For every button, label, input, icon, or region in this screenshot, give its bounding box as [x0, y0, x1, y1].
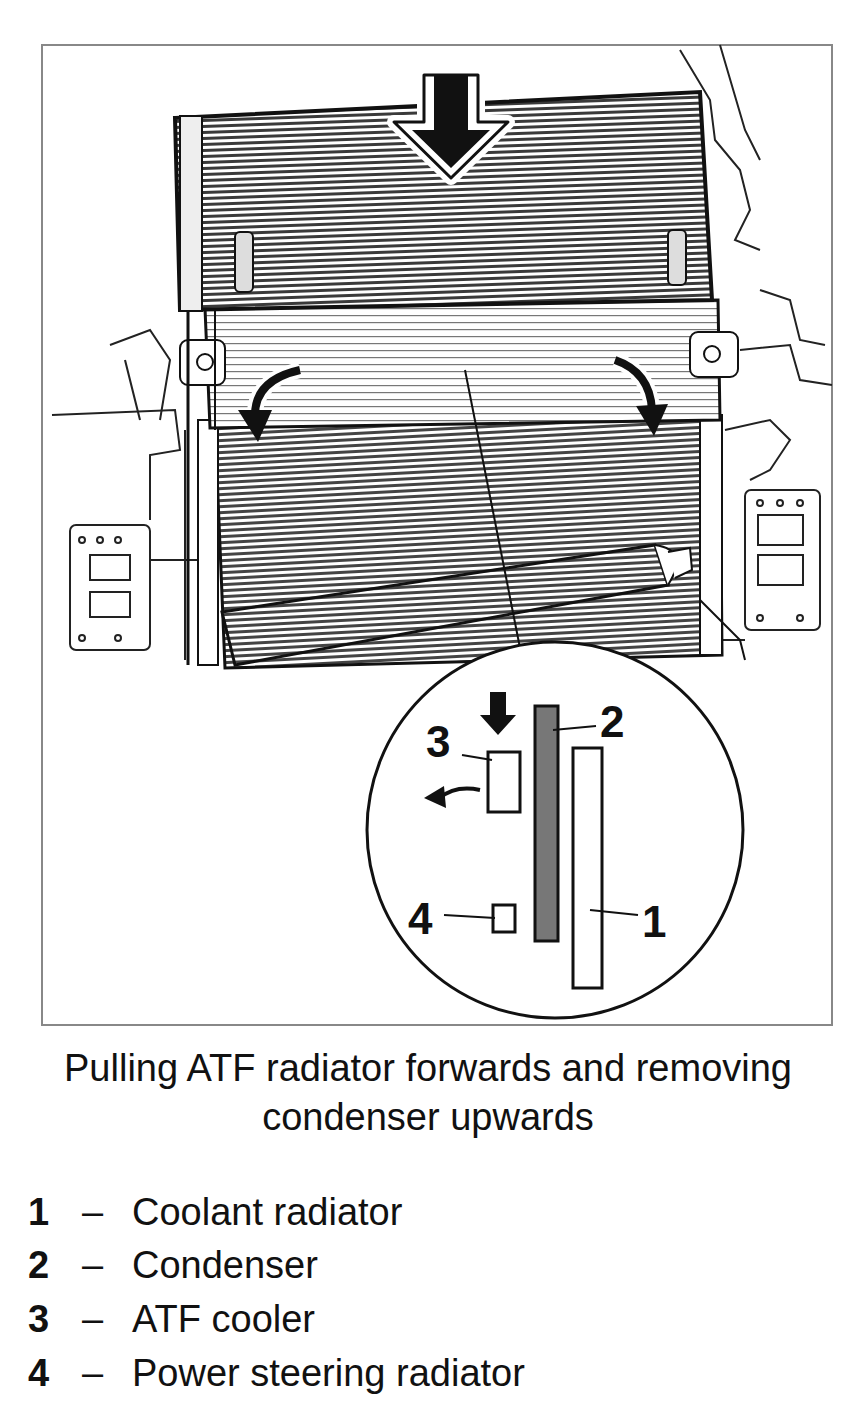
legend-number: 3	[28, 1300, 49, 1338]
legend-dash: –	[82, 1246, 103, 1284]
callout-number: 3	[426, 720, 450, 764]
legend-dash: –	[82, 1193, 103, 1231]
legend-text: ATF cooler	[132, 1300, 315, 1338]
legend-number: 4	[28, 1354, 49, 1392]
legend-number: 1	[28, 1193, 49, 1231]
legend-text: Power steering radiator	[132, 1354, 525, 1392]
legend-dash: –	[82, 1300, 103, 1338]
legend-text: Condenser	[132, 1246, 318, 1284]
legend-dash: –	[82, 1354, 103, 1392]
callout-number: 1	[642, 900, 666, 944]
figure-caption: Pulling ATF radiator forwards and removi…	[10, 1044, 846, 1142]
legend-number: 2	[28, 1246, 49, 1284]
callout-number: 2	[600, 700, 624, 744]
callout-number: 4	[408, 897, 432, 941]
legend-text: Coolant radiator	[132, 1193, 402, 1231]
